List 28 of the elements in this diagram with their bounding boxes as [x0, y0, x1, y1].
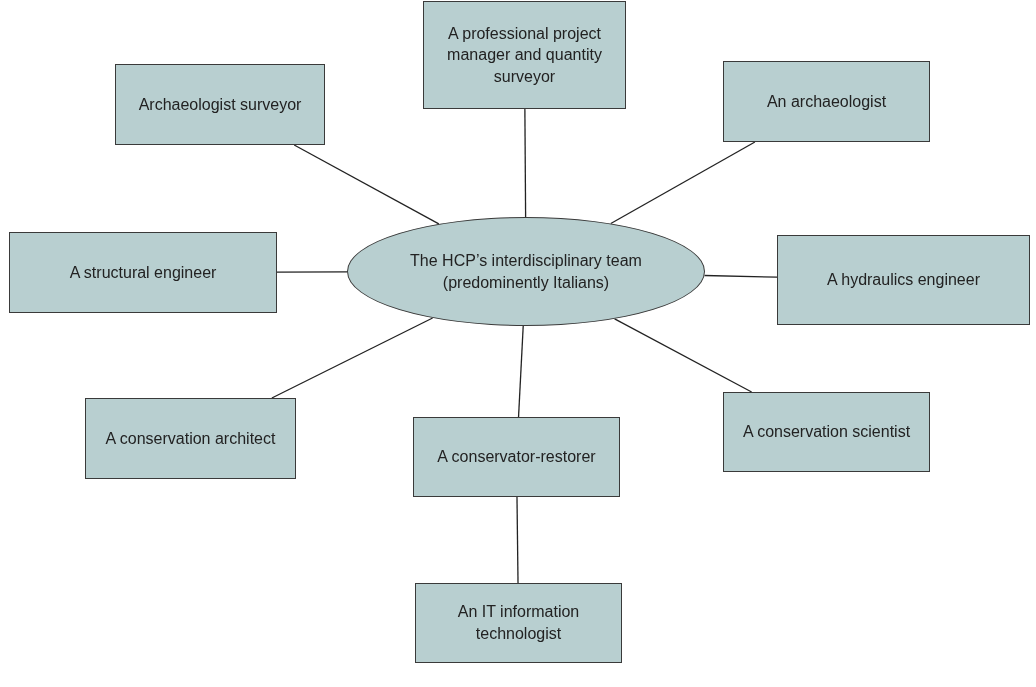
connector-line	[293, 144, 440, 225]
node-label: Archaeologist surveyor	[138, 94, 302, 115]
role-box	[415, 583, 622, 663]
connector-line	[516, 496, 519, 584]
connector-line	[517, 325, 524, 418]
node-label: An IT information technologist	[456, 602, 581, 644]
role-box	[423, 1, 626, 109]
connector-line	[703, 274, 778, 278]
role-box	[413, 417, 620, 497]
node-label: An archaeologist	[766, 91, 887, 112]
role-box	[723, 61, 930, 142]
node-label: A hydraulics engineer	[827, 270, 980, 291]
connector-line	[614, 318, 753, 393]
connector-line	[610, 141, 756, 225]
role-box	[777, 235, 1030, 325]
connector-line	[524, 108, 527, 218]
role-box	[85, 398, 296, 479]
connector-line	[271, 317, 434, 399]
role-box	[9, 232, 277, 313]
node-label: A structural engineer	[69, 262, 217, 283]
role-box	[723, 392, 930, 472]
connector-line	[276, 271, 348, 273]
node-label: A professional project manager and quantity surveyor	[446, 23, 603, 87]
node-label: A conservator-restorer	[437, 447, 596, 468]
role-box	[115, 64, 325, 145]
node-label: The HCP’s interdisciplinary team (predominently Italians)	[409, 250, 643, 293]
node-label: A conservation architect	[105, 428, 276, 449]
node-label: A conservation scientist	[742, 422, 911, 443]
